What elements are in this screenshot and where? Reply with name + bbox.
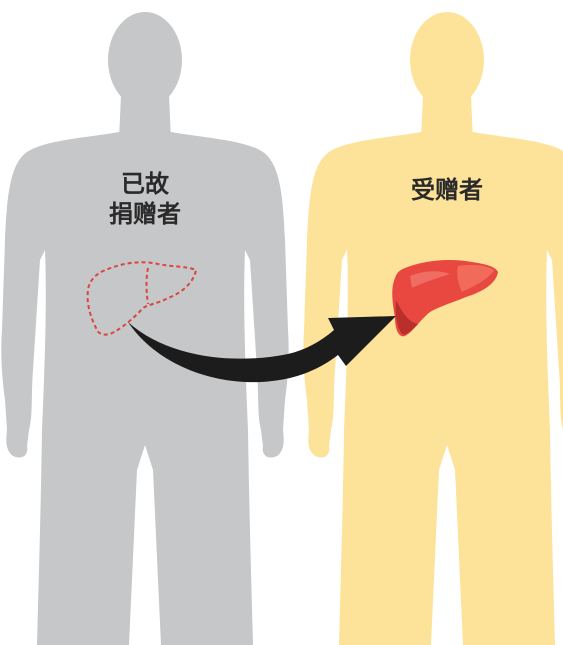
donor-silhouette	[1, 12, 288, 645]
recipient-label: 受赠者	[388, 176, 506, 204]
donor-label-line2: 捐赠者	[90, 200, 200, 228]
donor-label-line1: 已故	[90, 170, 200, 198]
